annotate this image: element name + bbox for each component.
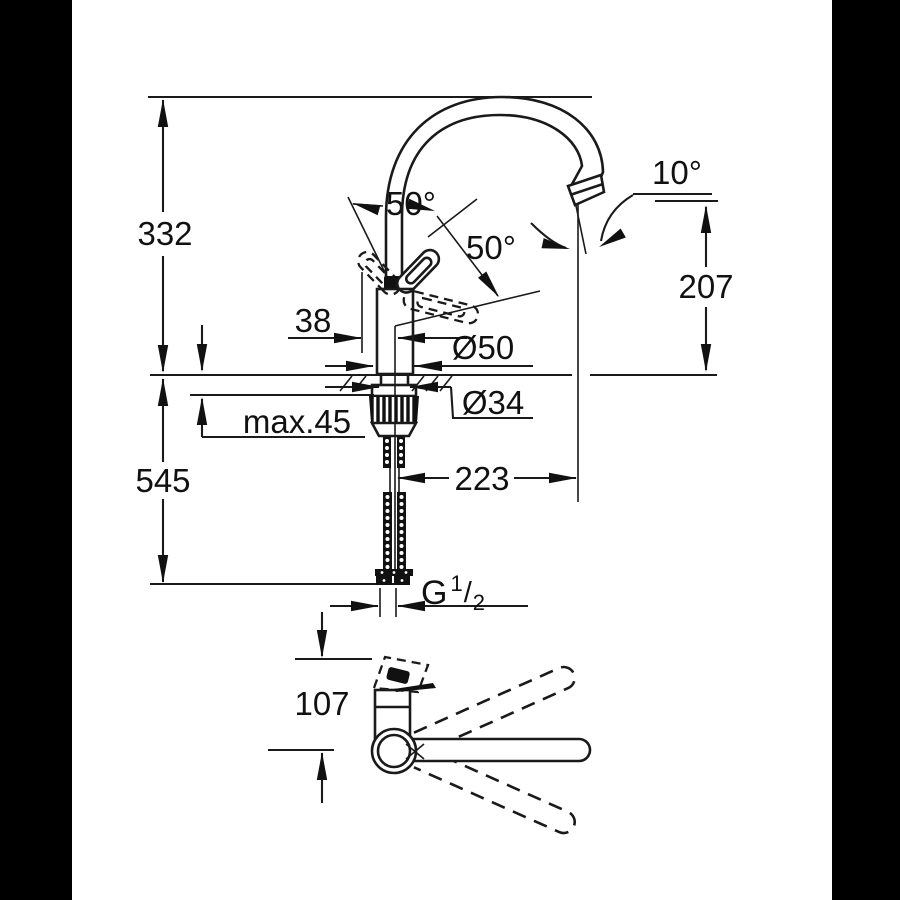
nut-collar [369,421,419,438]
right-matte-bar [832,0,900,900]
dim-107-label: 107 [294,685,349,722]
left-matte-bar [0,0,72,900]
dim-38-label: 38 [295,302,332,339]
dim-hole-diameter: Ø34 [325,381,533,421]
supply-hoses [375,492,413,585]
dim-223-label: 223 [454,460,509,497]
dim-body-diameter: Ø50 [325,329,533,372]
spout-inner-edge [400,113,584,218]
spout-swivel-up [413,665,576,754]
threaded-rod-right [397,437,405,468]
spout-swivel-down [413,746,576,835]
threaded-rod-left [383,437,391,468]
angle-50-down-label: 50° [466,229,516,266]
faucet-side-view [356,95,606,584]
dim-height-total: 332 [137,99,193,373]
dim-handle-angles: 50° 50° [347,185,541,327]
dim-332-label: 332 [137,215,192,252]
dim-545-label: 545 [135,462,190,499]
dim-outlet-height: 207 [678,205,734,372]
dim-spout-reach: 223 [397,460,577,497]
dim-207-label: 207 [678,268,733,305]
spout-outer-edge [384,95,605,218]
spout-plan [412,737,592,763]
mounting-hardware [369,375,419,492]
swivel-dome-inner [376,733,412,769]
dim-spout-angle: 10° [530,154,718,502]
angle-50-up-label: 50° [386,185,436,222]
pivot-cross-mark [405,743,425,760]
handle-down-position [402,290,480,325]
dim-d34-label: Ø34 [462,384,524,421]
dim-below-counter: 545 [135,378,191,583]
handle-grip-plan [386,667,410,684]
dim-max45-label: max.45 [243,403,351,440]
angle-10-label: 10° [652,154,702,191]
dim-handle-offset: 38 [288,272,467,353]
handle-edge-plan [394,683,436,692]
plan-view [370,655,592,835]
dim-counter-thickness: max.45 [196,325,365,440]
dim-base-front: 107 [294,612,350,803]
dim-d50-label: Ø50 [452,329,514,366]
